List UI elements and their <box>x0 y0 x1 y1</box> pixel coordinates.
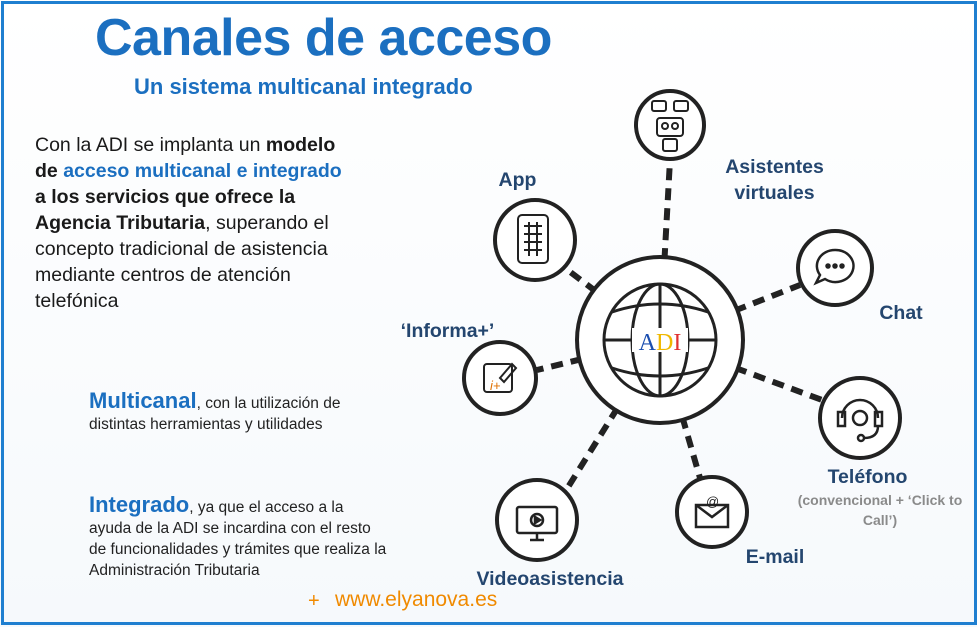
svg-text:i+: i+ <box>490 378 501 393</box>
label-telefono-sub: (convencional + ‘Click to Call’) <box>797 492 963 528</box>
multicanal-text: Multicanal, con la utilización de distin… <box>89 390 389 435</box>
email-circle <box>675 475 749 549</box>
label-chat: Chat <box>879 302 923 324</box>
video-call-icon <box>515 505 559 542</box>
assistant-circle <box>634 89 706 161</box>
watermark-plus: + <box>308 590 320 612</box>
page-subtitle: Un sistema multicanal integrado <box>134 74 473 99</box>
multicanal-body: , con la utilización de distintas herram… <box>89 395 341 433</box>
label-email: E-mail <box>745 546 805 568</box>
intro-part: , superando el concepto tradicional de a… <box>35 212 329 312</box>
integrado-heading: Integrado <box>89 492 190 517</box>
intro-bold: a los servicios que ofrece la Agencia Tr… <box>35 186 296 234</box>
multicanal-heading: Multicanal <box>89 388 197 413</box>
mobile-app-icon <box>517 214 549 264</box>
intro-bold: modelo de <box>35 134 336 182</box>
label-video: Videoasistencia <box>476 568 624 590</box>
edit-pencil-icon: i+ <box>483 362 518 393</box>
integrado-body: , ya que el acceso a la ayuda de la ADI … <box>89 499 387 579</box>
chat-bubble-icon <box>813 248 855 286</box>
label-telefono: Teléfono <box>827 466 908 488</box>
integrado-text: Integrado, ya que el acceso a la ayuda d… <box>89 494 389 581</box>
intro-highlight: acceso multicanal e integrado <box>63 160 342 182</box>
label-asistentes: Asistentes virtuales <box>725 156 824 204</box>
label-informa: ‘Informa+’ <box>400 320 495 342</box>
page-title: Canales de acceso <box>95 9 552 67</box>
phone-circle <box>818 376 902 460</box>
intro-part: Con la ADI se implanta un <box>35 134 266 156</box>
watermark-link[interactable]: www.elyanova.es <box>335 588 498 611</box>
svg-text:@: @ <box>706 494 719 509</box>
email-icon: @ <box>694 494 730 529</box>
headset-icon <box>836 398 884 443</box>
robot-icon <box>651 100 689 152</box>
adi-logo: ADI <box>639 330 682 356</box>
intro-text: Con la ADI se implanta un modelo de acce… <box>35 132 355 314</box>
label-app: App <box>498 169 537 191</box>
app-circle <box>493 198 577 282</box>
